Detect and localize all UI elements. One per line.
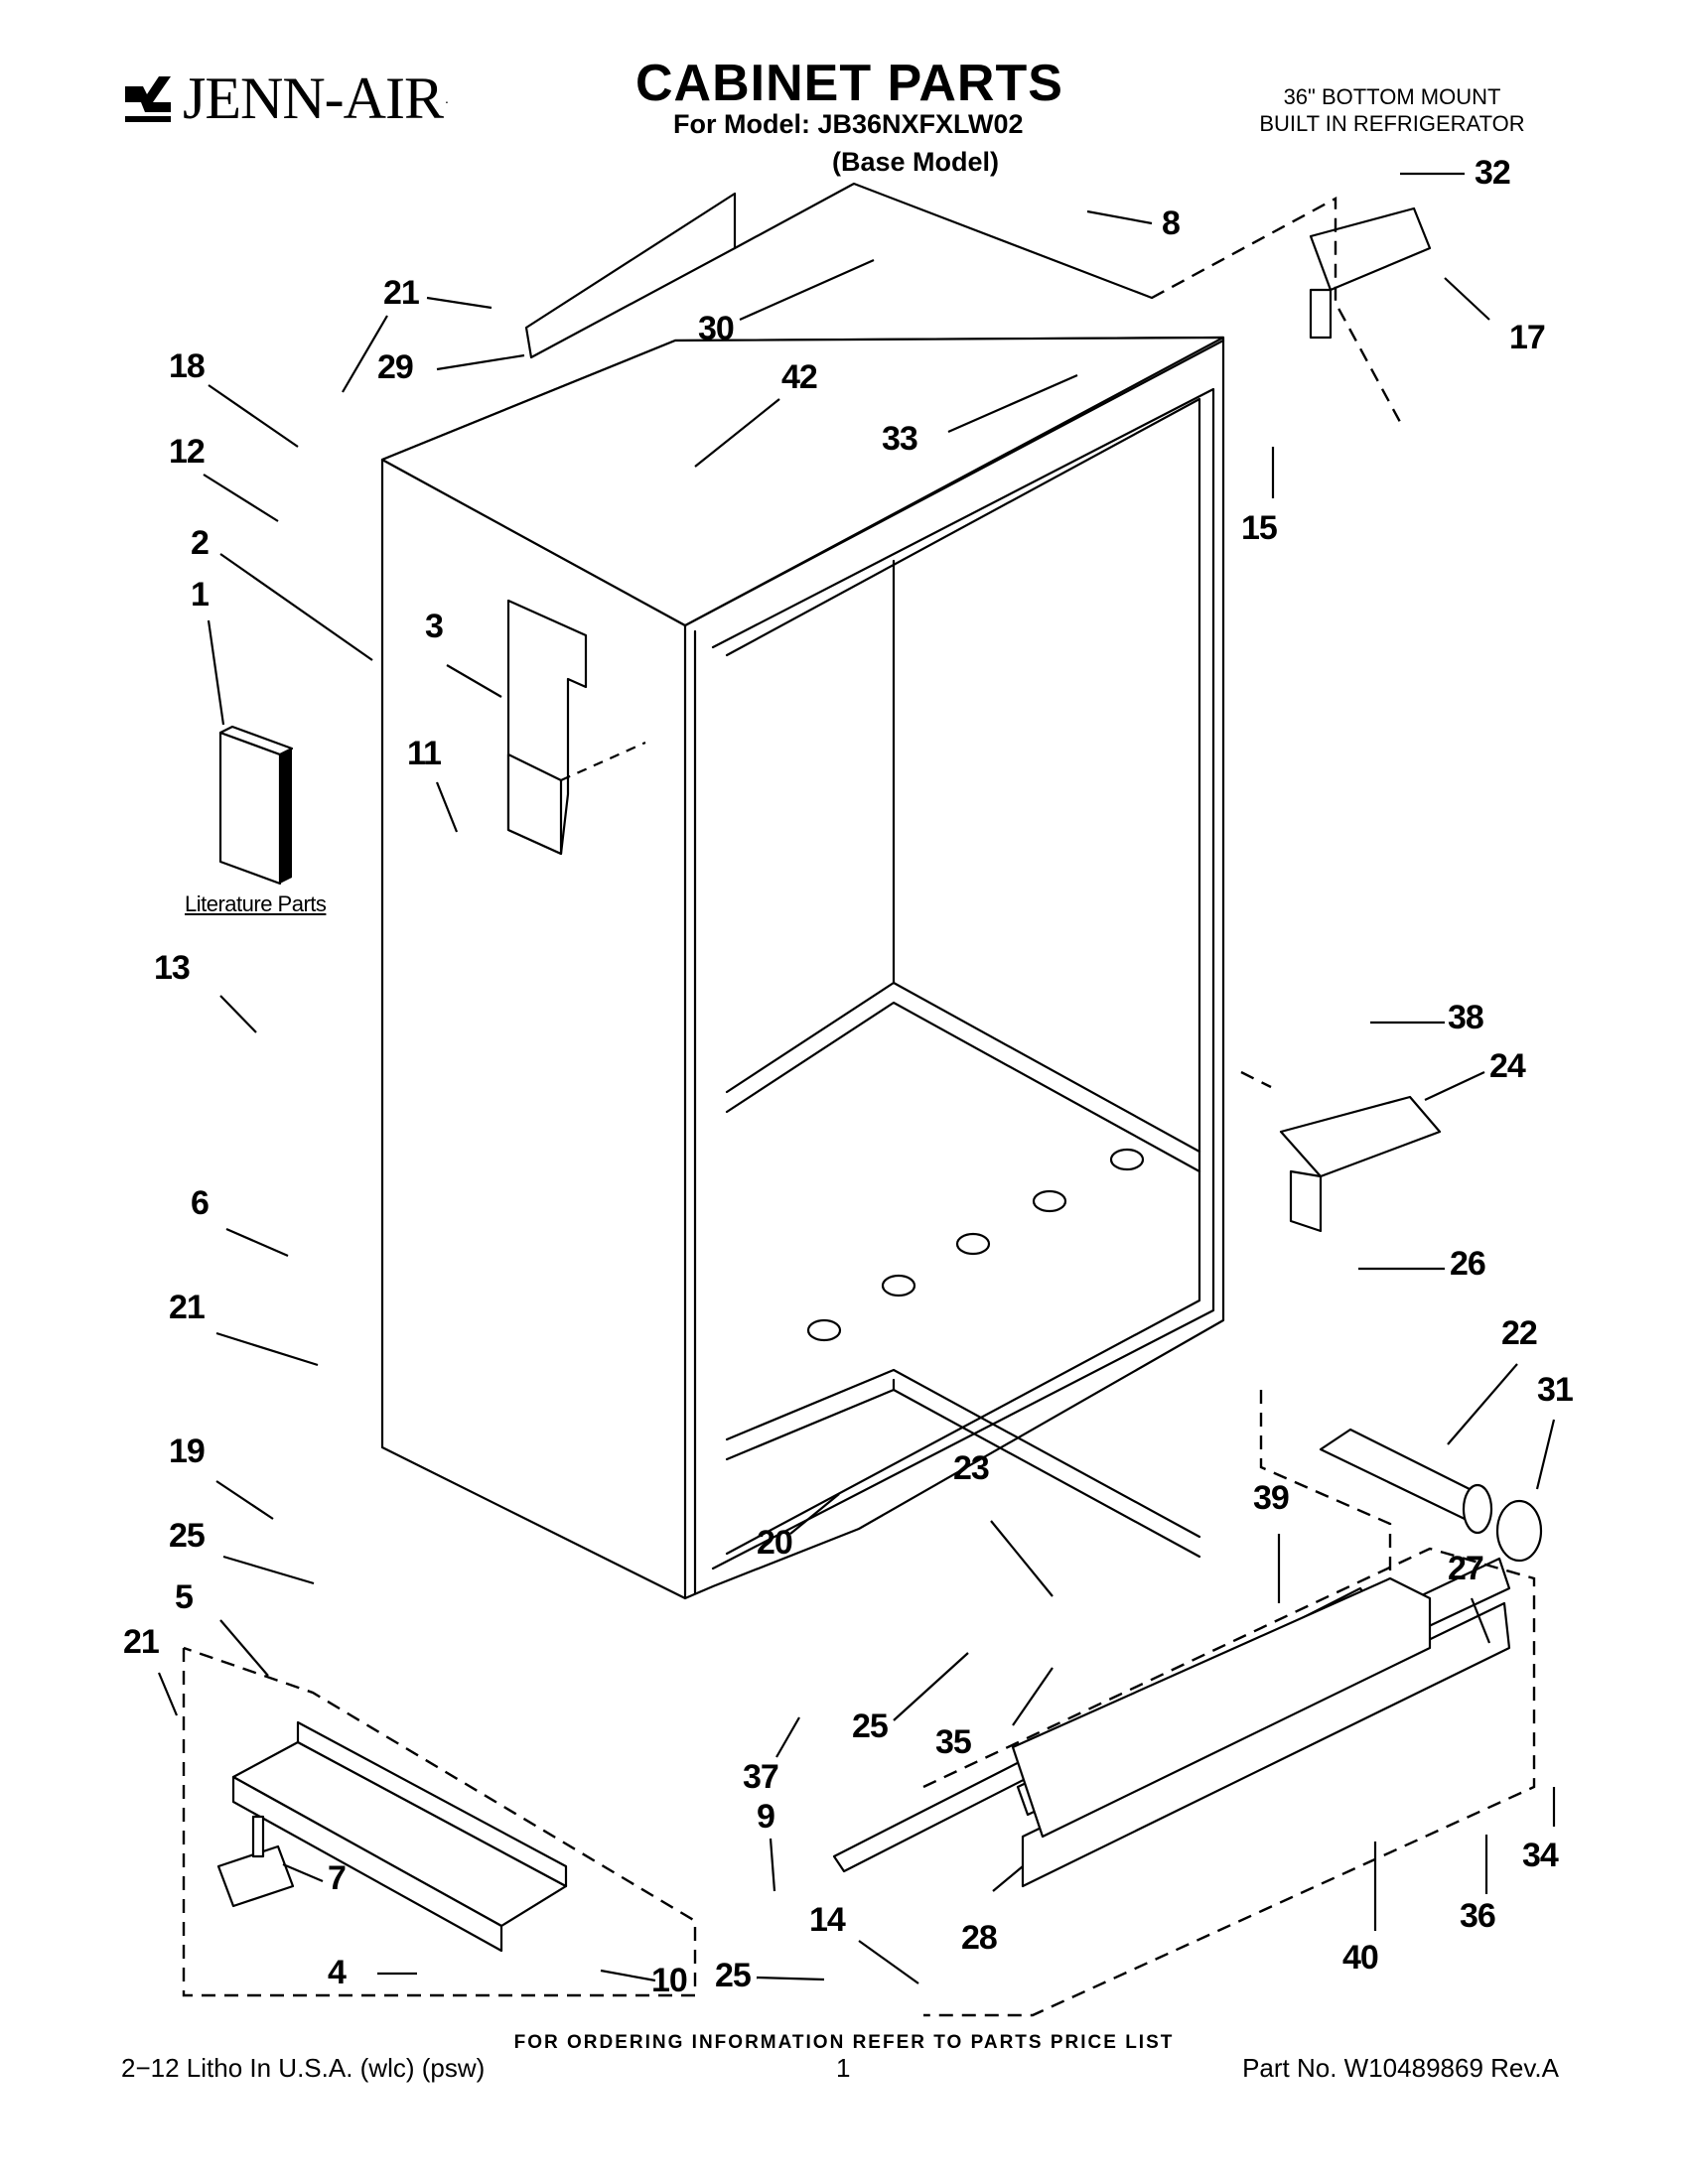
literature-parts-label: Literature Parts [185, 891, 327, 916]
brand-reg: . [444, 90, 449, 106]
cabinet-body [380, 182, 1225, 1600]
callout-40: 40 [1342, 1939, 1379, 1977]
callout-12: 12 [169, 433, 206, 471]
callout-5: 5 [175, 1578, 194, 1616]
callout-39: 39 [1253, 1479, 1290, 1517]
footer-litho: 2−12 Litho In U.S.A. (wlc) (psw) [121, 2053, 486, 2083]
model-desc-line1: 36" BOTTOM MOUNT [1283, 84, 1501, 109]
jenn-air-logo-icon [125, 76, 171, 122]
footer-page-number: 1 [836, 2053, 851, 2083]
model-description: 36" BOTTOM MOUNT BUILT IN REFRIGERATOR [1223, 83, 1561, 137]
lower-hinge [1240, 1070, 1442, 1233]
callout-21-bottom: 21 [123, 1623, 160, 1661]
callout-34: 34 [1522, 1837, 1559, 1874]
brand-name: JENN-AIR [183, 66, 444, 131]
callout-19: 19 [169, 1433, 206, 1470]
callout-3: 3 [425, 608, 444, 645]
upper-hinge [1151, 196, 1432, 423]
callout-25-bottom: 25 [715, 1957, 752, 1994]
callout-15: 15 [1241, 509, 1278, 547]
callout-25-left: 25 [169, 1517, 206, 1555]
callout-7: 7 [328, 1859, 347, 1897]
model-subtitle: For Model: JB36NXFXLW02 [673, 109, 1024, 139]
callout-38: 38 [1448, 999, 1484, 1036]
callout-30: 30 [698, 310, 735, 347]
callout-28: 28 [961, 1919, 998, 1957]
callout-6: 6 [191, 1184, 210, 1222]
callout-17: 17 [1509, 319, 1546, 356]
base-model-label: (Base Model) [832, 147, 1000, 177]
callout-8: 8 [1162, 205, 1181, 242]
callout-24: 24 [1489, 1047, 1526, 1085]
callout-27: 27 [1448, 1550, 1484, 1587]
callout-25-mid: 25 [852, 1707, 889, 1745]
callout-42: 42 [781, 358, 818, 396]
footer-part-number: Part No. W10489869 Rev.A [1242, 2053, 1559, 2083]
callout-10: 10 [651, 1962, 688, 1999]
base-assembly [182, 1646, 697, 1997]
callout-22: 22 [1501, 1314, 1538, 1352]
callout-23: 23 [953, 1449, 990, 1487]
literature-book-icon [218, 725, 294, 886]
callout-9: 9 [757, 1798, 775, 1836]
callout-36: 36 [1460, 1897, 1496, 1935]
callout-35: 35 [935, 1723, 972, 1761]
page-title: CABINET PARTS [635, 55, 1063, 112]
floor-holes [806, 1148, 1145, 1342]
callout-32: 32 [1475, 154, 1511, 192]
callout-20: 20 [757, 1524, 793, 1562]
callout-11: 11 [407, 735, 442, 772]
callout-21-mid: 21 [169, 1289, 206, 1326]
callout-14: 14 [809, 1901, 846, 1939]
callout-26: 26 [1450, 1245, 1486, 1283]
callout-21-top: 21 [383, 274, 420, 312]
callout-2: 2 [191, 524, 210, 562]
callout-29: 29 [377, 348, 414, 386]
callout-1: 1 [191, 576, 210, 614]
callout-13: 13 [154, 949, 191, 987]
bracket-part [506, 599, 646, 856]
water-filter [1259, 1390, 1543, 1598]
callout-31: 31 [1537, 1371, 1574, 1409]
brand-logo: JENN-AIR . [123, 66, 449, 131]
callout-33: 33 [882, 420, 918, 458]
ordering-note: FOR ORDERING INFORMATION REFER TO PARTS … [513, 2032, 1175, 2053]
leader-lines [157, 172, 1556, 1984]
callout-4: 4 [328, 1954, 347, 1991]
model-desc-line2: BUILT IN REFRIGERATOR [1259, 111, 1525, 136]
callout-37: 37 [743, 1758, 779, 1796]
callout-18: 18 [169, 347, 206, 385]
